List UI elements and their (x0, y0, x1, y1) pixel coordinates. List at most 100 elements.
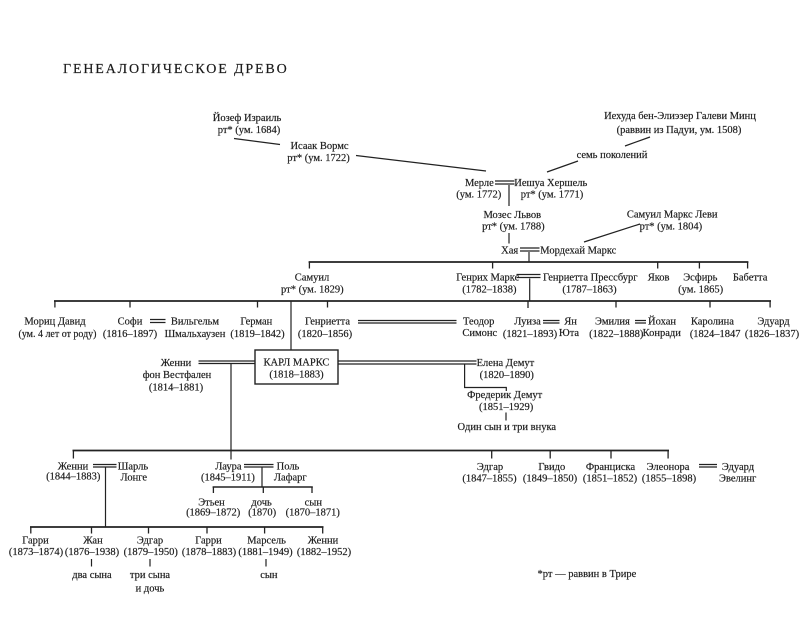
svg-text:(1816–1897): (1816–1897) (103, 329, 158, 340)
svg-text:Софи: Софи (118, 317, 143, 328)
svg-text:Фредерик Демут: Фредерик Демут (467, 390, 543, 401)
svg-text:рт* (ум. 1788): рт* (ум. 1788) (482, 222, 545, 233)
svg-text:(1847–1855): (1847–1855) (462, 474, 517, 485)
svg-text:(1824–1847: (1824–1847 (690, 329, 741, 340)
svg-text:дочь: дочь (251, 498, 272, 509)
svg-text:Лаура: Лаура (215, 462, 242, 473)
svg-text:Поль: Поль (277, 462, 300, 473)
svg-text:Эдуард: Эдуард (757, 317, 790, 328)
svg-text:Эдгар: Эдгар (137, 536, 163, 547)
svg-text:(1878–1883): (1878–1883) (182, 547, 237, 558)
svg-text:Юта: Юта (559, 328, 580, 339)
svg-text:(1881–1949): (1881–1949) (238, 547, 293, 558)
svg-text:КАРЛ МАРКС: КАРЛ МАРКС (264, 358, 330, 369)
svg-text:Марсель: Марсель (247, 536, 286, 547)
svg-text:Эмилия: Эмилия (595, 317, 630, 328)
svg-text:(ум. 1772): (ум. 1772) (456, 190, 502, 201)
svg-text:(1851–1852): (1851–1852) (583, 474, 638, 485)
svg-text:Шарль: Шарль (118, 462, 149, 473)
svg-text:ГЕНЕАЛОГИЧЕСКОЕ ДРЕВО: ГЕНЕАЛОГИЧЕСКОЕ ДРЕВО (63, 62, 289, 77)
svg-text:рт* (ум. 1771): рт* (ум. 1771) (521, 190, 584, 201)
svg-text:Теодор: Теодор (463, 317, 494, 328)
svg-text:Иехуда бен-Элиэзер Галеви Минц: Иехуда бен-Элиэзер Галеви Минц (604, 111, 756, 122)
svg-text:Мерле: Мерле (465, 178, 494, 189)
svg-text:(1870–1871): (1870–1871) (286, 508, 341, 519)
svg-text:Симонс: Симонс (462, 328, 497, 339)
svg-text:фон Вестфален: фон Вестфален (143, 370, 212, 381)
svg-text:рт* (ум. 1722): рт* (ум. 1722) (287, 153, 350, 164)
svg-text:(1819–1842): (1819–1842) (230, 329, 285, 340)
svg-text:(1870): (1870) (248, 508, 276, 519)
svg-text:Генриетта Прессбург: Генриетта Прессбург (543, 273, 638, 284)
svg-text:сын: сын (305, 498, 323, 509)
svg-text:Ян: Ян (564, 317, 577, 328)
svg-text:Эдуард: Эдуард (722, 462, 755, 473)
svg-text:Хая: Хая (501, 246, 518, 257)
svg-text:Конради: Конради (643, 328, 682, 339)
svg-text:Мориц Давид: Мориц Давид (24, 317, 86, 328)
svg-text:(1821–1893): (1821–1893) (503, 329, 558, 340)
svg-text:Женни: Женни (308, 536, 339, 547)
svg-text:(1822–1888): (1822–1888) (589, 329, 644, 340)
svg-text:Генрих Маркс: Генрих Маркс (456, 273, 519, 284)
svg-text:(1814–1881): (1814–1881) (149, 383, 204, 394)
svg-text:Жан: Жан (83, 536, 103, 547)
svg-text:Каролина: Каролина (691, 317, 734, 328)
svg-text:(1849–1850): (1849–1850) (523, 474, 578, 485)
svg-text:Эвелинг: Эвелинг (719, 474, 757, 485)
svg-text:Женни: Женни (161, 358, 192, 369)
svg-text:Бабетта: Бабетта (733, 273, 768, 284)
svg-text:(1873–1874): (1873–1874) (9, 547, 64, 558)
svg-text:Иешуа Хершель: Иешуа Хершель (514, 178, 587, 189)
svg-text:(ум. 1865): (ум. 1865) (678, 285, 724, 296)
svg-text:Мордехай Маркс: Мордехай Маркс (540, 246, 616, 257)
svg-text:(1855–1898): (1855–1898) (642, 474, 697, 485)
svg-text:семь поколений: семь поколений (577, 150, 648, 161)
svg-text:Шмальхаузен: Шмальхаузен (165, 329, 226, 340)
svg-text:Луиза: Луиза (514, 317, 541, 328)
svg-text:(1869–1872): (1869–1872) (186, 508, 241, 519)
svg-text:Елена Демут: Елена Демут (477, 358, 535, 369)
svg-text:Мозес Львов: Мозес Львов (483, 210, 541, 221)
svg-text:(1851–1929): (1851–1929) (479, 402, 534, 413)
svg-text:(раввин из Падуи, ум. 1508): (раввин из Падуи, ум. 1508) (617, 125, 742, 136)
svg-text:(1820–1856): (1820–1856) (298, 329, 353, 340)
svg-text:рт* (ум. 1829): рт* (ум. 1829) (281, 285, 344, 296)
svg-text:рт* (ум. 1684): рт* (ум. 1684) (218, 125, 281, 136)
svg-text:(1844–1883): (1844–1883) (46, 472, 101, 483)
svg-text:(ум. 4 лет от роду): (ум. 4 лет от роду) (19, 329, 97, 340)
svg-text:и дочь: и дочь (136, 584, 165, 595)
svg-text:Эсфирь: Эсфирь (683, 273, 717, 284)
svg-text:Самуил Маркс Леви: Самуил Маркс Леви (627, 210, 718, 221)
svg-text:Этьен: Этьен (198, 498, 225, 509)
svg-text:Яков: Яков (648, 273, 670, 284)
svg-text:Женни: Женни (58, 462, 89, 473)
svg-text:Лонге: Лонге (121, 473, 148, 484)
svg-text:(1876–1938): (1876–1938) (65, 547, 120, 558)
svg-text:*рт — раввин в Трире: *рт — раввин в Трире (538, 569, 637, 580)
svg-text:Лафарг: Лафарг (274, 473, 307, 484)
svg-text:рт* (ум. 1804): рт* (ум. 1804) (640, 222, 703, 233)
svg-text:Гарри: Гарри (22, 536, 49, 547)
svg-text:(1879–1950): (1879–1950) (124, 547, 179, 558)
svg-text:Самуил: Самуил (295, 273, 329, 284)
svg-text:(1818–1883): (1818–1883) (269, 370, 324, 381)
svg-text:Исаак Вормс: Исаак Вормс (290, 141, 348, 152)
svg-text:Йозеф Израиль: Йозеф Израиль (213, 112, 282, 124)
svg-text:Гвидо: Гвидо (538, 462, 565, 473)
svg-text:Герман: Герман (240, 317, 272, 328)
svg-text:Эдгар: Эдгар (477, 462, 503, 473)
svg-text:Гарри: Гарри (195, 536, 222, 547)
svg-text:Вильгельм: Вильгельм (171, 317, 220, 328)
svg-text:два сына: два сына (72, 570, 112, 581)
svg-text:сын: сын (260, 570, 278, 581)
svg-text:Элеонора: Элеонора (647, 462, 690, 473)
svg-text:(1826–1837): (1826–1837) (745, 329, 800, 340)
svg-text:Один сын и три внука: Один сын и три внука (458, 422, 557, 433)
svg-text:Генриетта: Генриетта (305, 317, 350, 328)
svg-text:(1845–1911): (1845–1911) (201, 473, 255, 484)
svg-text:Йохан: Йохан (648, 316, 676, 328)
svg-text:три сына: три сына (130, 570, 171, 581)
svg-text:Франциска: Франциска (586, 462, 636, 473)
svg-text:(1882–1952): (1882–1952) (297, 547, 352, 558)
